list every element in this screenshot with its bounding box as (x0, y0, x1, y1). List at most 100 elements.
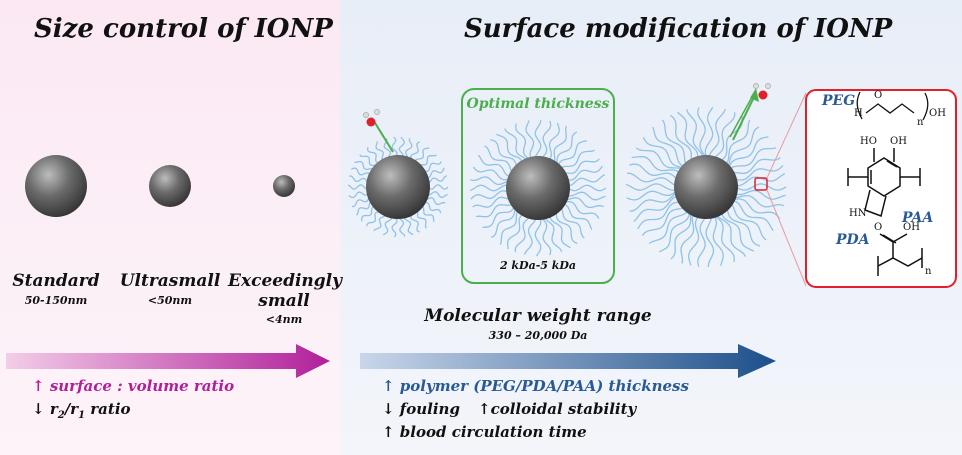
polymer-chain (470, 190, 509, 200)
polymer-chain (490, 139, 518, 168)
polymer-chain (560, 207, 585, 239)
polymer-chain (477, 154, 511, 178)
polymer-chain (567, 174, 606, 187)
polymer-chain (382, 216, 393, 236)
polymer-chain (549, 215, 571, 249)
polymer-chain (732, 157, 781, 174)
coated-nanoparticle-thick (674, 155, 738, 219)
polymer-chain (669, 114, 692, 162)
polymer-chain (637, 201, 681, 230)
size-control-title: Size control of IONP (34, 14, 333, 44)
standard-nanoparticle (25, 155, 87, 217)
polymer-chain (704, 106, 714, 158)
pda-hn: HN (849, 208, 867, 219)
polymer-chain (361, 205, 376, 222)
polymer-chain (713, 112, 736, 159)
ultrasmall-nanoparticle (149, 165, 191, 207)
pda-ho: HO (860, 136, 877, 147)
polymer-chain (366, 211, 381, 227)
polymer-chain (566, 165, 603, 181)
polymer-chain (670, 212, 692, 260)
polymer-chain (633, 195, 678, 223)
polymer-chain (567, 184, 607, 192)
size-control-panel (0, 0, 340, 455)
surface-modification-title: Surface modification of IONP (464, 14, 893, 44)
polymer-chains-optimal (469, 119, 607, 257)
standard-range: 50-150nm (24, 294, 88, 307)
paa-structure (877, 233, 923, 276)
polymer-chain (720, 115, 743, 162)
exceedingly-small-label-1: Exceedingly (228, 271, 343, 291)
peg-o: O (874, 90, 883, 101)
polymer-chain (373, 214, 388, 232)
colloidal-stability-effect: ↑colloidal stability (478, 400, 637, 418)
polymer-chain (732, 199, 774, 231)
polymer-chain (403, 216, 414, 236)
peg-h: H (854, 108, 863, 119)
polymer-chain (735, 189, 786, 200)
polymer-chain (476, 203, 513, 218)
polymer-chain (708, 109, 726, 158)
peg-structure (856, 91, 929, 121)
paa-label: PAA (902, 210, 934, 226)
exceedingly-small-nanoparticle (273, 175, 295, 197)
polymer-chain (426, 167, 445, 179)
polymer-chain (726, 208, 761, 247)
coated-nanoparticle-optimal (506, 156, 570, 220)
polymer-chain (427, 184, 449, 190)
polymer-chain (504, 128, 528, 161)
polymer-chain (544, 217, 563, 253)
polymer-chain (730, 203, 767, 241)
polymer-chain (514, 216, 531, 253)
polymer-chain (356, 200, 372, 216)
polymer-chain (733, 198, 781, 219)
polymer-chain (541, 217, 552, 256)
polymer-chain (567, 191, 606, 201)
polymer-chain (348, 191, 370, 199)
pda-structure (847, 148, 921, 217)
polymer-chain (515, 123, 530, 160)
polymer-chain (496, 133, 523, 163)
polymer-chain (627, 172, 677, 187)
polymer-chain (541, 120, 552, 159)
ultrasmall-range: <50nm (147, 294, 193, 307)
polymer-chain (425, 197, 446, 206)
polymer-chain (414, 147, 430, 163)
polymer-chain (534, 217, 542, 257)
polymer-chain (680, 214, 695, 264)
polymer-chains-thick (625, 106, 787, 268)
polymer-chain (734, 194, 785, 208)
molecular-weight-title: Molecular weight range (424, 306, 652, 326)
paa-oh: OH (903, 222, 920, 233)
thickness-arrow (360, 344, 776, 378)
polymer-chain (354, 160, 374, 171)
polymer-chain (725, 119, 751, 165)
down-arrow-icon: ↓ (32, 400, 45, 418)
paa-n: n (925, 266, 932, 277)
polymer-chain (410, 141, 421, 161)
polymer-chain (557, 140, 588, 167)
polymer-chain (555, 211, 578, 245)
ultrasmall-label: Ultrasmall (119, 271, 221, 291)
polymer-chain (642, 136, 684, 169)
polymer-chain (490, 207, 517, 238)
size-arrow (6, 344, 330, 378)
polymer-chain (563, 203, 593, 230)
polymer-chain (734, 164, 784, 181)
polymer-chain (391, 136, 398, 158)
polymer-chain (563, 158, 600, 175)
polymer-chain (628, 163, 678, 180)
polymer-chain (564, 200, 600, 219)
polymer-chain (565, 197, 604, 209)
polymer-chain (410, 213, 420, 233)
optimal-thickness-box (461, 88, 615, 284)
polymer-chain (351, 167, 371, 177)
polymer-chain (416, 209, 427, 229)
water-molecule-right (729, 83, 771, 141)
coated-nanoparticle-thin (366, 155, 430, 219)
polymer-chain (422, 161, 442, 172)
polymer-chain (506, 213, 524, 250)
polymer-structures-box (805, 89, 957, 288)
polymer-chain (482, 206, 515, 228)
polymer-chain (366, 147, 381, 164)
